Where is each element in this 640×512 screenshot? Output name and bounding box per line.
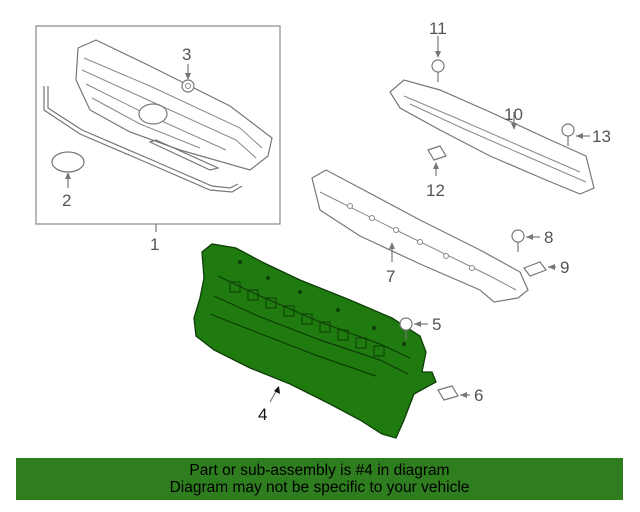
callout-13: 13 [592,127,611,146]
callout-1: 1 [150,235,159,254]
banner-line-2: Diagram may not be specific to your vehi… [169,479,470,496]
callout-2: 2 [62,191,71,210]
fastener-5 [399,317,428,340]
clip-6 [437,385,470,401]
part-4-highlighted [193,243,437,439]
callout-11: 11 [429,19,447,38]
callout-5: 5 [432,315,441,334]
callout-12: 12 [426,181,445,200]
callout-7: 7 [386,267,395,286]
grille-assembly-inset [35,25,281,225]
callout-10: 10 [504,105,523,124]
fastener-13 [561,123,590,146]
callout-4: 4 [258,405,267,424]
fastener-11 [431,36,445,82]
fastener-8 [511,229,540,252]
callout-6: 6 [474,386,483,405]
info-banner: Part or sub-assembly is #4 in diagram Di… [16,458,623,500]
callout-3: 3 [182,45,191,64]
part-10-support [389,79,595,195]
banner-line-1: Part or sub-assembly is #4 in diagram [189,462,450,479]
part-7-beam [311,169,529,303]
clip-12 [427,145,447,176]
clip-9 [523,261,556,277]
callout-8: 8 [544,228,553,247]
callout-9: 9 [560,258,569,277]
parts-diagram: 1 2 3 4 5 6 7 8 9 10 11 12 13 [35,19,611,439]
